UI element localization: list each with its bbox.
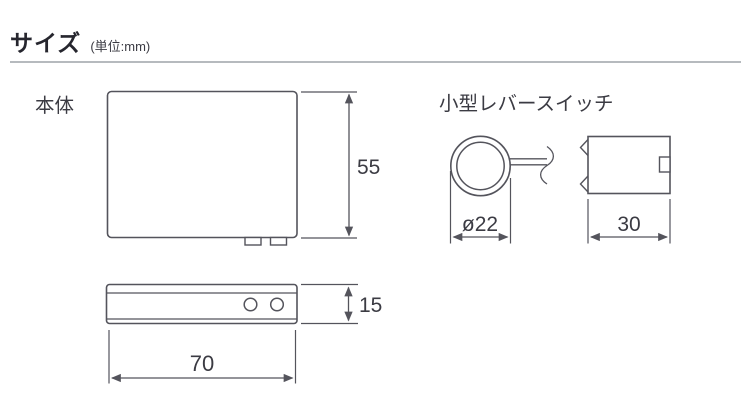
height-dimension [301, 91, 357, 239]
lever-switch-side-view [579, 135, 671, 195]
thickness-dimension [301, 283, 358, 325]
thickness-dim-label: 15 [359, 294, 382, 317]
lever-switch-front-view [449, 135, 555, 197]
depth-dimension [587, 199, 671, 244]
lever-ring-inner [456, 141, 505, 191]
height-dim-label: 55 [357, 156, 380, 179]
depth-dim-label: 30 [617, 213, 640, 236]
unit-note: (単位:mm) [90, 39, 151, 54]
main-body-front-view [106, 90, 298, 246]
lever-rod-break-mark [539, 145, 555, 185]
side-view-hole-left [243, 297, 258, 312]
diameter-dimension [449, 171, 512, 244]
page-header: サイズ (単位:mm) [10, 24, 150, 58]
main-body-side-view [105, 283, 298, 325]
main-body-tab-left [244, 236, 262, 246]
main-body-front-outline [106, 90, 298, 239]
lever-clip-top [579, 139, 589, 156]
lever-side-outline [587, 135, 671, 195]
main-body-label: 本体 [35, 95, 74, 117]
header-divider [10, 61, 741, 63]
side-view-hole-right [269, 297, 285, 312]
lever-ring-outer [449, 135, 511, 197]
width-dim-label: 70 [190, 351, 214, 376]
lever-clip-bottom [579, 175, 589, 193]
main-body-tab-right [269, 236, 288, 246]
main-body-side-outline [105, 283, 298, 325]
lever-switch-label: 小型レバースイッチ [439, 93, 614, 115]
lever-side-tab [658, 156, 671, 173]
page-title: サイズ [10, 30, 82, 56]
diameter-dim-label: ø22 [462, 213, 498, 236]
width-dimension [108, 330, 297, 384]
